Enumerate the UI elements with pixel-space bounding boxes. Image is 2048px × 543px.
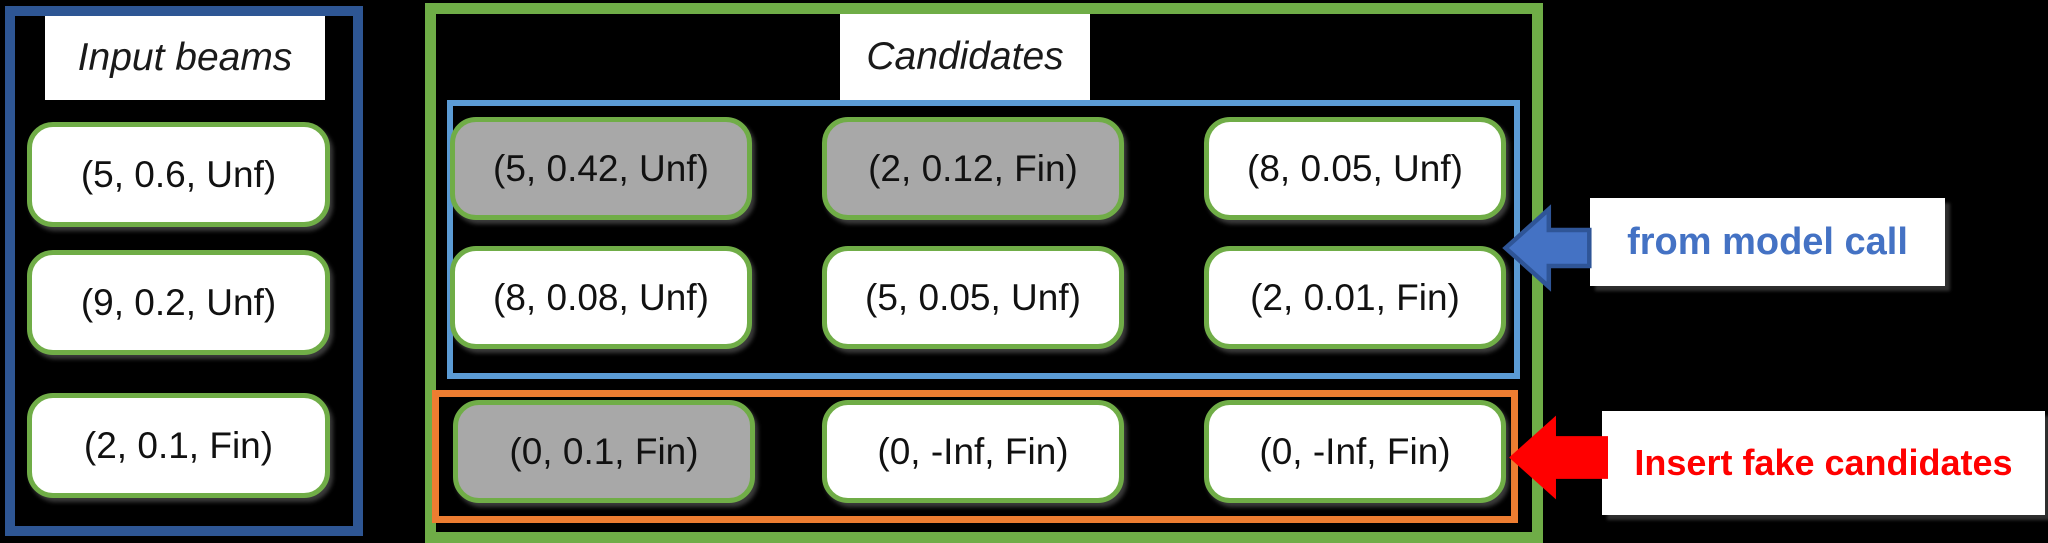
input-beams-title: Input beams [45, 16, 325, 100]
input-beams-title-label: Input beams [77, 36, 293, 79]
candidate-cell: (5, 0.05, Unf) [822, 246, 1124, 349]
candidate-cell: (5, 0.42, Unf) [450, 117, 752, 220]
candidate-cell: (2, 0.12, Fin) [822, 117, 1124, 220]
insert-fake-candidates-label: Insert fake candidates [1602, 411, 2045, 515]
candidate-cell: (8, 0.08, Unf) [450, 246, 752, 349]
red-left-arrow-icon [1509, 415, 1608, 500]
fake-candidate-cell: (0, -Inf, Fin) [822, 400, 1124, 503]
input-beams-panel [5, 6, 363, 536]
from-model-call-text: from model call [1627, 220, 1908, 263]
input-beam-cell: (5, 0.6, Unf) [27, 122, 330, 227]
candidate-cell: (8, 0.05, Unf) [1204, 117, 1506, 220]
fake-candidate-cell: (0, -Inf, Fin) [1204, 400, 1506, 503]
insert-fake-candidates-text: Insert fake candidates [1634, 442, 2013, 483]
candidates-title: Candidates [840, 14, 1090, 100]
candidate-cell: (2, 0.01, Fin) [1204, 246, 1506, 349]
input-beam-cell: (2, 0.1, Fin) [27, 393, 330, 498]
fake-candidate-cell: (0, 0.1, Fin) [453, 400, 755, 503]
from-model-call-label: from model call [1590, 198, 1945, 286]
blue-left-arrow-icon [1502, 204, 1592, 292]
candidates-title-label: Candidates [866, 35, 1064, 78]
input-beam-cell: (9, 0.2, Unf) [27, 250, 330, 355]
